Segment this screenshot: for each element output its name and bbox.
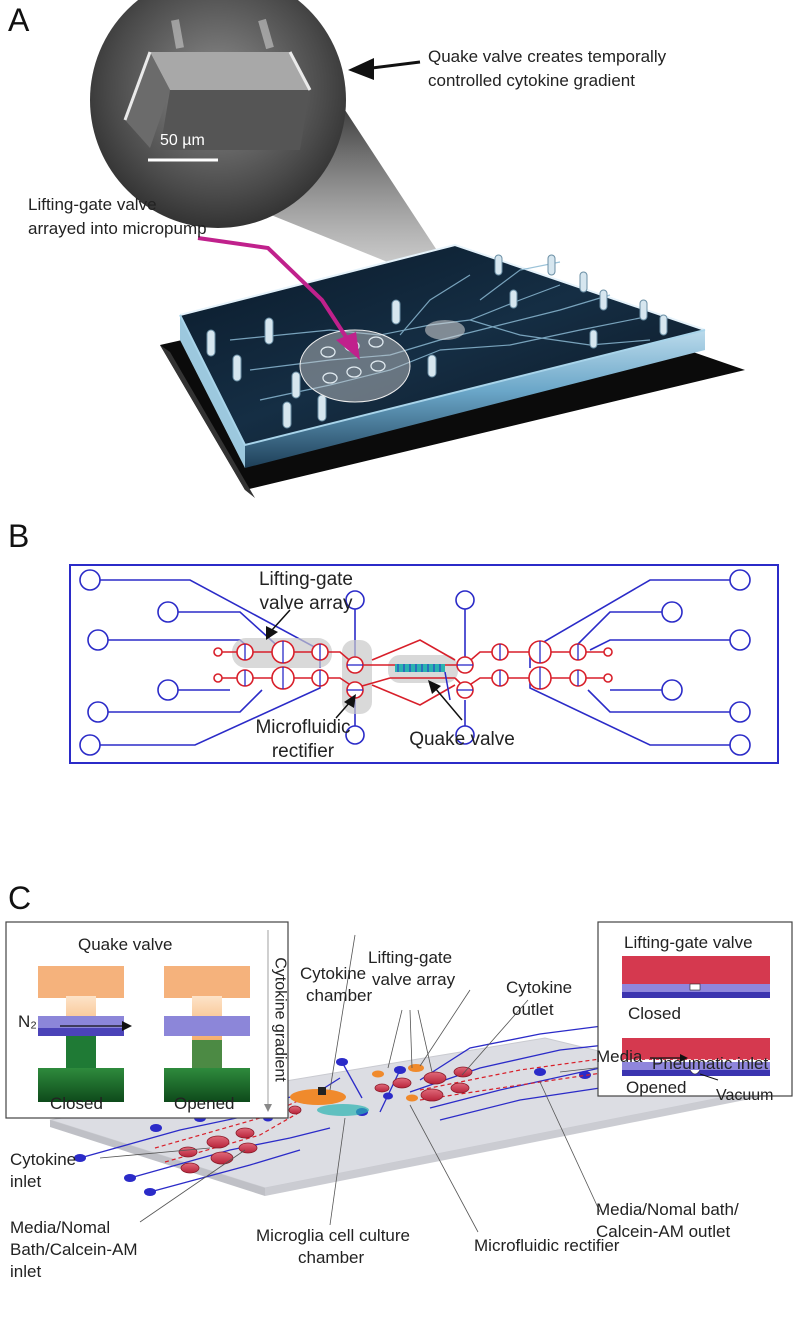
panel-letter-c: C [8, 880, 32, 916]
c-media-outlet-line2: Calcein-AM outlet [596, 1222, 731, 1241]
quake-callout-line2: controlled cytokine gradient [428, 71, 635, 90]
quake-callout-line1: Quake valve creates temporally [428, 47, 667, 66]
lifting-inset-opened: Opened [626, 1078, 687, 1097]
c-cytokine-outlet-line1: Cytokine [506, 978, 573, 997]
lifting-inset-vacuum: Vacuum [716, 1087, 774, 1104]
panel-letter-b: B [8, 518, 30, 554]
c-cytokine-inlet-line2: inlet [10, 1172, 42, 1191]
c-cytokine-inlet-line1: Cytokine [10, 1150, 77, 1169]
c-pneumatic-inlet: Pneumatic inlet [652, 1054, 769, 1073]
c-cytokine-chamber-line2: chamber [306, 986, 373, 1005]
quake-inset-opened: Opened [174, 1094, 235, 1113]
sem-micrograph [90, 0, 346, 228]
c-media-inlet-line3: inlet [10, 1262, 42, 1281]
quake-inset-gas: N₂ [18, 1012, 37, 1031]
c-lifting-array-line2: valve array [372, 970, 456, 989]
b-lifting-gate-line1: Lifting-gate [258, 569, 353, 590]
lifting-inset-media: Media [596, 1047, 643, 1066]
c-media-inlet-line2: Bath/Calcein-AM [10, 1240, 138, 1259]
c-cytokine-outlet-line2: outlet [512, 1000, 554, 1019]
lifting-inset-closed: Closed [628, 1004, 681, 1023]
pdms-block-front [180, 315, 705, 468]
quake-inset-title: Quake valve [78, 935, 173, 954]
cytokine-chamber-shape [290, 1089, 346, 1105]
c-rectifier: Microfluidic rectifier [474, 1236, 620, 1255]
quake-inset-gradient: Cytokine gradient [271, 957, 289, 1082]
microglia-chamber-shape [317, 1104, 369, 1116]
panel-letter-a: A [8, 2, 30, 38]
c-microglia-line2: chamber [298, 1248, 365, 1267]
lifting-gate-highlight [299, 329, 411, 403]
c-lifting-array-line1: Lifting-gate [368, 948, 453, 967]
b-lifting-gate-line2: valve array [259, 593, 353, 614]
lifting-inset-title: Lifting-gate valve [624, 933, 753, 952]
c-media-inlet-line1: Media/Nomal [10, 1218, 111, 1237]
scale-bar-label: 50 µm [160, 132, 205, 149]
c-microglia-line1: Microglia cell culture [256, 1226, 410, 1245]
pdms-block-side [180, 315, 245, 468]
lifting-callout-line2: arrayed into micropump [28, 219, 207, 238]
c-cytokine-chamber-line1: Cytokine [300, 964, 367, 983]
lifting-callout-line1: Lifting-gate valve [28, 195, 157, 214]
panel-a-device-illustration [90, 0, 745, 498]
c-media-outlet-line1: Media/Nomal bath/ [596, 1200, 739, 1219]
b-quake-valve-label: Quake valve [409, 729, 515, 750]
pdms-block-top [180, 245, 705, 445]
b-rectifier-line2: rectifier [271, 741, 335, 762]
b-rectifier-line1: Microfluidic [255, 717, 351, 738]
quake-inset-closed: Closed [50, 1094, 103, 1113]
quake-valve-highlight [425, 320, 465, 340]
